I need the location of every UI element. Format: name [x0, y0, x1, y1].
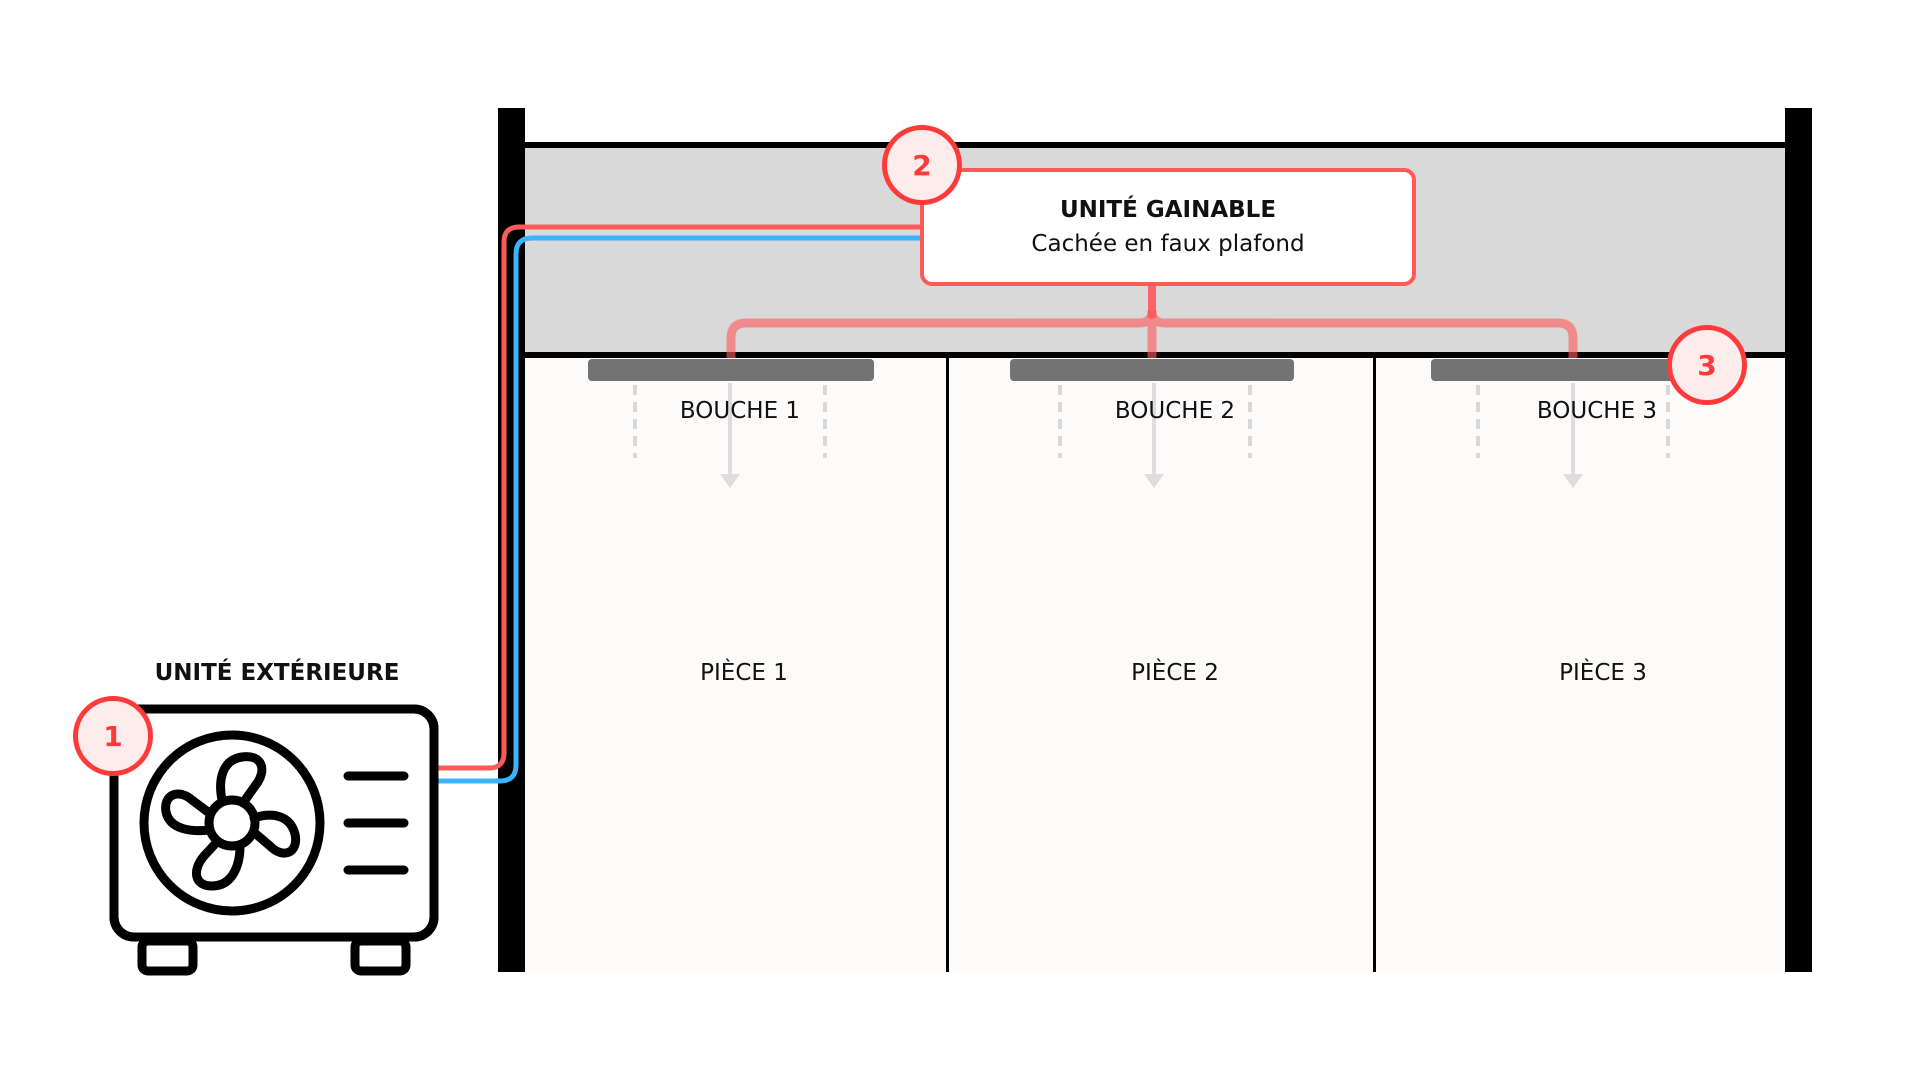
outdoor-unit-foot-left [137, 936, 198, 976]
duct-network [726, 309, 1578, 358]
airflow-dashes [633, 385, 1670, 458]
outdoor-unit-body-front [109, 704, 439, 942]
fan-blade [161, 789, 215, 836]
duct-branch-3 [1147, 309, 1578, 358]
ducted-unit-title: UNITÉ GAINABLE [1059, 197, 1277, 223]
vent-grille-3 [1431, 359, 1717, 381]
vent-label-1: BOUCHE 1 [679, 398, 801, 424]
room-label-1: PIÈCE 1 [700, 660, 788, 686]
outdoor-ac-unit-icon [109, 704, 439, 976]
vent-label-3: BOUCHE 3 [1536, 398, 1658, 424]
outdoor-unit-label: UNITÉ EXTÉRIEURE [154, 660, 400, 686]
room-label-3: PIÈCE 3 [1559, 660, 1647, 686]
fan-guard [139, 730, 325, 916]
vent-grille-2 [1010, 359, 1294, 381]
step-badge-1: 1 [73, 696, 153, 776]
hot-refrigerant-pipe [438, 224, 920, 771]
ducted-unit-subtitle: Cachée en faux plafond [1031, 231, 1305, 257]
airflow-arrows [720, 383, 1583, 488]
fan-blade [249, 810, 301, 858]
step-badge-3: 3 [1667, 325, 1747, 405]
ceiling-top-line [525, 142, 1785, 148]
ducted-unit-box: UNITÉ GAINABLE Cachée en faux plafond [920, 168, 1416, 286]
vent-label-2: BOUCHE 2 [1114, 398, 1236, 424]
arrow-down-icon [720, 474, 740, 488]
cold-refrigerant-pipe [438, 235, 920, 784]
arrow-down-icon [1563, 474, 1583, 488]
room-divider-2 [1373, 358, 1376, 972]
right-wall [1785, 108, 1812, 972]
step-badge-2: 2 [882, 125, 962, 205]
fan-hub [204, 795, 260, 851]
outdoor-unit-foot-right [350, 936, 411, 976]
arrow-down-icon [1144, 474, 1164, 488]
vent-grille-1 [588, 359, 874, 381]
fan-blade [192, 838, 245, 891]
room-label-2: PIÈCE 2 [1131, 660, 1219, 686]
fan-blade [216, 752, 267, 808]
room-divider-1 [946, 358, 949, 972]
